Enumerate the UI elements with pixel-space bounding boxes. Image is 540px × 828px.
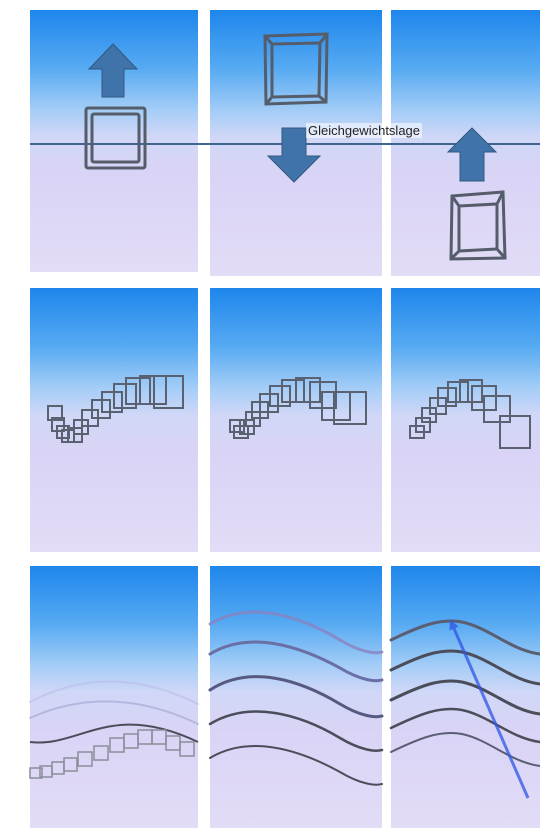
up-arrow-icon [89,44,137,97]
cube-icon [265,34,327,104]
faint-wave [30,681,198,724]
equilibrium-label: Gleichgewichtslage [306,123,422,138]
wave-line [30,725,198,743]
up-arrow-icon [448,128,496,181]
cube-icon [86,108,145,168]
cube-wave-trail [48,376,530,448]
wave-line [391,621,540,766]
wave-line [210,612,382,785]
cube-icon [451,192,505,259]
cube-wave-trail [30,730,194,778]
